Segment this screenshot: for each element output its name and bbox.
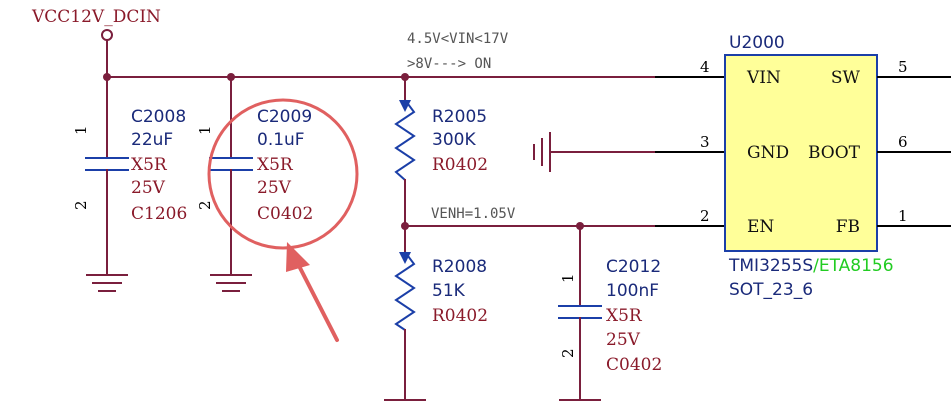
pin-number: 2 bbox=[559, 348, 577, 358]
capacitor-c2008[interactable]: 1 2 C2008 22uF X5R 25V C1206 bbox=[72, 76, 187, 292]
cap-voltage: 25V bbox=[257, 178, 292, 198]
cap-ref: C2008 bbox=[131, 107, 186, 127]
res-ref: R2008 bbox=[432, 257, 487, 277]
cap-voltage: 25V bbox=[606, 330, 641, 350]
cap-package: C0402 bbox=[257, 204, 313, 224]
ic-package: SOT_23_6 bbox=[729, 280, 813, 300]
pin-name: FB bbox=[836, 217, 860, 237]
venh-note: VENH=1.05V bbox=[431, 206, 516, 222]
pin-number: 2 bbox=[700, 207, 710, 225]
pin-number: 1 bbox=[196, 125, 214, 135]
pin-number: 4 bbox=[700, 58, 710, 76]
res-package: R0402 bbox=[432, 306, 488, 326]
ic-part-number-line: TMI3255S/ETA8156 bbox=[728, 256, 894, 276]
cap-value: 0.1uF bbox=[257, 130, 305, 150]
ic-alt-part: /ETA8156 bbox=[813, 256, 893, 276]
cap-voltage: 25V bbox=[131, 178, 166, 198]
pin-number: 1 bbox=[898, 207, 908, 225]
cap-dielectric: X5R bbox=[131, 155, 168, 175]
pin-number: 5 bbox=[898, 58, 908, 76]
ic-body bbox=[724, 54, 878, 252]
ic-part-number: TMI3255S bbox=[728, 256, 813, 276]
pin-number: 6 bbox=[898, 133, 908, 151]
capacitor-c2009[interactable]: 1 2 C2009 0.1uF X5R 25V C0402 bbox=[196, 76, 313, 292]
res-value: 51K bbox=[432, 281, 466, 301]
ground-symbol-ic[interactable] bbox=[533, 132, 725, 172]
cap-package: C1206 bbox=[131, 204, 187, 224]
power-port-vcc12v[interactable]: VCC12V_DCIN bbox=[31, 7, 161, 78]
cap-package: C0402 bbox=[606, 355, 662, 375]
pin-number: 1 bbox=[559, 273, 577, 283]
power-port-label: VCC12V_DCIN bbox=[31, 7, 161, 27]
cap-value: 100nF bbox=[606, 281, 659, 301]
cap-dielectric: X5R bbox=[257, 155, 294, 175]
resistor-r2005[interactable]: R2005 300K R0402 bbox=[394, 76, 488, 227]
cap-ref: C2009 bbox=[257, 107, 312, 127]
cap-dielectric: X5R bbox=[606, 306, 643, 326]
pin-number: 2 bbox=[72, 200, 90, 210]
on-threshold-note: >8V---> ON bbox=[407, 56, 491, 72]
res-ref: R2005 bbox=[432, 107, 487, 127]
pin-name: EN bbox=[747, 217, 774, 237]
res-value: 300K bbox=[432, 130, 476, 150]
vin-range-note: 4.5V<VIN<17V bbox=[407, 31, 509, 47]
cap-value: 22uF bbox=[131, 130, 173, 150]
pin-name: SW bbox=[831, 68, 861, 88]
highlight-annotation bbox=[207, 98, 359, 342]
pin-number: 1 bbox=[72, 125, 90, 135]
pin-name: VIN bbox=[746, 68, 781, 88]
pin-number: 3 bbox=[700, 133, 710, 151]
pin-name: BOOT bbox=[808, 143, 861, 163]
ic-u2000[interactable]: U2000 4 3 2 5 6 1 VIN GND EN SW BOOT FB … bbox=[700, 33, 951, 300]
pin-number: 2 bbox=[196, 200, 214, 210]
cap-ref: C2012 bbox=[606, 257, 661, 277]
resistor-r2008[interactable]: R2008 51K R0402 bbox=[384, 225, 488, 401]
capacitor-c2012[interactable]: 1 2 C2012 100nF X5R 25V C0402 bbox=[558, 225, 662, 401]
ic-designator: U2000 bbox=[729, 33, 785, 53]
res-package: R0402 bbox=[432, 155, 488, 175]
pin-name: GND bbox=[747, 143, 789, 163]
